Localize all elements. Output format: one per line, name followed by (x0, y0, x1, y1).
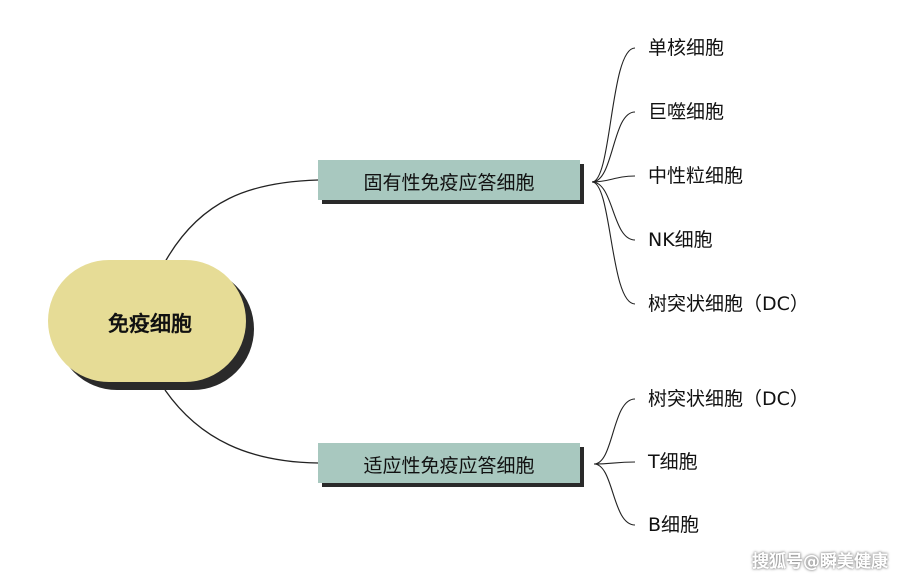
connector-adaptive-leaf-1 (593, 398, 636, 465)
connector-innate-leaf-3 (591, 175, 636, 183)
connector-innate-leaf-2 (591, 111, 636, 183)
branch-label-innate: 固有性免疫应答细胞 (363, 172, 535, 194)
leaf-innate-dendritic: 树突状细胞（DC） (648, 293, 809, 315)
root-label: 免疫细胞 (108, 312, 192, 336)
leaf-innate-nk-cell: NK细胞 (648, 229, 713, 251)
leaf-adaptive-t-cell: T细胞 (648, 451, 698, 473)
connector-innate-leaf-4 (591, 181, 636, 241)
leaf-innate-monocyte: 单核细胞 (648, 37, 725, 59)
innate-leaf-connectors (591, 47, 636, 305)
connector-root-innate (164, 179, 319, 263)
branch-node-innate (318, 160, 580, 200)
watermark: 搜狐号@瞬美健康 (752, 552, 888, 572)
leaf-adaptive-dendritic: 树突状细胞（DC） (648, 388, 809, 410)
leaf-adaptive-b-cell: B细胞 (648, 514, 700, 536)
connector-innate-leaf-1 (591, 47, 636, 183)
connector-adaptive-leaf-3 (593, 463, 636, 526)
leaf-innate-macrophage: 巨噬细胞 (648, 101, 725, 123)
branch-node-adaptive (318, 443, 580, 483)
leaf-innate-neutrophil: 中性粒细胞 (648, 165, 744, 187)
adaptive-leaf-connectors (593, 398, 636, 526)
branch-label-adaptive: 适应性免疫应答细胞 (363, 455, 535, 477)
connector-innate-leaf-5 (591, 181, 636, 305)
connector-root-adaptive (164, 389, 319, 464)
root-node (48, 260, 246, 382)
connector-adaptive-leaf-2 (593, 461, 636, 465)
